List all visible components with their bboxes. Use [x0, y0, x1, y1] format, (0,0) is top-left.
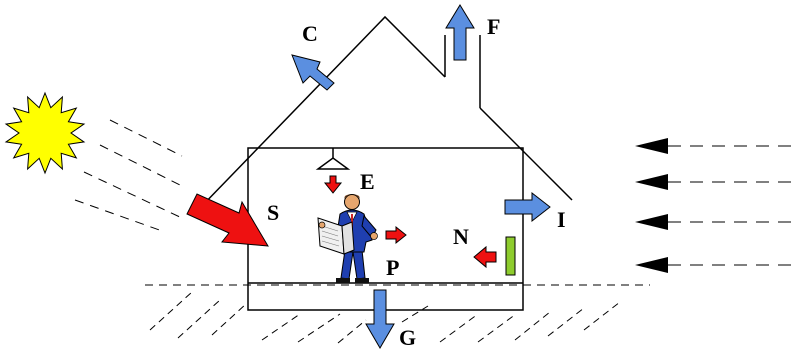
- sun-rays: [74, 119, 183, 233]
- person-reading-icon: [317, 194, 378, 283]
- arrow-c: [291, 54, 335, 91]
- label-c: C: [302, 21, 318, 46]
- label-f: F: [487, 14, 500, 39]
- label-e: E: [360, 169, 375, 194]
- blue-arrows: [291, 4, 551, 349]
- roof-right: [479, 107, 573, 201]
- roof-left: [197, 15, 446, 211]
- arrow-g: [365, 289, 395, 349]
- label-s: S: [267, 200, 279, 225]
- arrow-e: [323, 175, 343, 194]
- house-walls: [247, 147, 524, 311]
- arrow-n: [473, 245, 497, 269]
- sun-icon: [4, 91, 86, 175]
- labels: C F E S I N P G: [267, 14, 566, 349]
- wind-arrow-icon: [635, 138, 800, 273]
- ground: [145, 284, 650, 344]
- house: [197, 15, 573, 311]
- label-g: G: [399, 325, 416, 349]
- label-i: I: [557, 207, 566, 232]
- arrow-f: [445, 4, 475, 61]
- label-n: N: [453, 224, 469, 249]
- red-arrows: [186, 175, 497, 269]
- arrow-p: [385, 225, 407, 245]
- label-p: P: [386, 255, 399, 280]
- radiator-icon: [505, 236, 516, 276]
- arrow-s: [186, 193, 269, 247]
- ceiling-lamp-icon: [315, 148, 351, 170]
- arrow-i: [504, 191, 551, 223]
